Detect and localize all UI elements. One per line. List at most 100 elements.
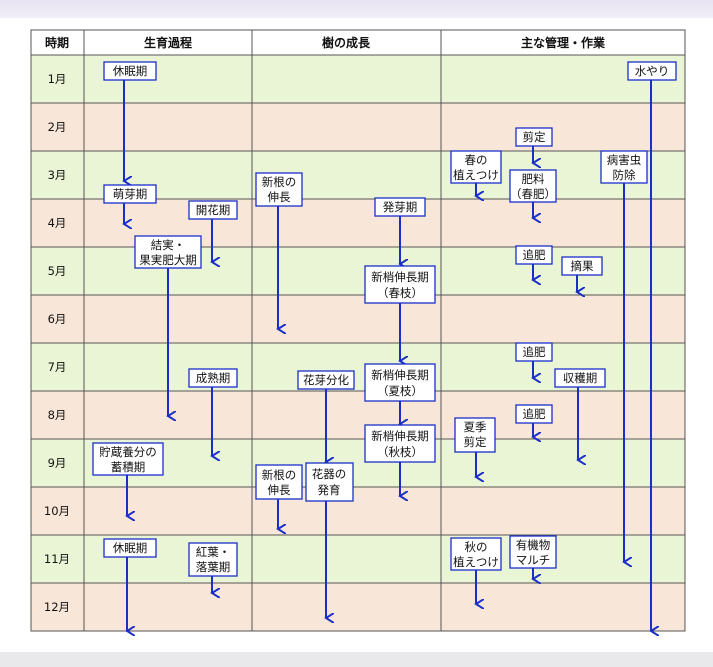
label-dormant-2: 休眠期 bbox=[113, 541, 148, 555]
month-label-3: 3月 bbox=[48, 168, 67, 182]
label-boxes bbox=[92, 61, 677, 577]
row-bg-2 bbox=[31, 103, 685, 151]
label-organ-2: 発育 bbox=[318, 483, 341, 497]
box-topdress-1 bbox=[515, 245, 553, 265]
box-summer-shoot bbox=[364, 363, 436, 402]
label-summer-shoot-2: （夏枝） bbox=[377, 384, 423, 398]
label-organ-1: 花器の bbox=[312, 467, 347, 481]
box-ripening bbox=[188, 368, 238, 388]
box-budding bbox=[374, 197, 426, 217]
box-new-root-1 bbox=[255, 172, 303, 207]
label-summer-prune-2: 剪定 bbox=[464, 435, 487, 449]
label-new-root-2a: 新根の bbox=[262, 468, 297, 482]
box-summer-prune bbox=[454, 417, 496, 453]
arrows bbox=[124, 80, 651, 631]
month-label-6: 6月 bbox=[48, 312, 67, 326]
label-autumn-shoot-1: 新梢伸長期 bbox=[371, 429, 429, 443]
label-new-root-1a: 新根の bbox=[262, 175, 297, 189]
label-autumn-leaves-2: 落葉期 bbox=[196, 560, 231, 574]
box-topdress-3 bbox=[515, 404, 553, 424]
box-organ bbox=[305, 462, 354, 502]
box-new-root-2 bbox=[255, 464, 303, 500]
box-storage bbox=[92, 442, 164, 476]
box-sprouting bbox=[103, 184, 157, 204]
month-label-2: 2月 bbox=[48, 120, 67, 134]
label-budding: 発芽期 bbox=[383, 200, 418, 214]
label-pest-2: 防除 bbox=[613, 168, 636, 182]
box-mulch bbox=[509, 535, 557, 569]
label-harvest: 収穫期 bbox=[563, 371, 598, 385]
month-label-5: 5月 bbox=[48, 264, 67, 278]
label-summer-shoot-1: 新梢伸長期 bbox=[371, 368, 429, 382]
label-texts: 休眠期 萌芽期 開花期 結実・ 果実肥大期 成熟期 貯蔵養分の 蓄積期 休眠期 … bbox=[99, 64, 669, 574]
box-flowering bbox=[188, 200, 238, 220]
label-watering: 水やり bbox=[635, 64, 670, 78]
month-label-12: 12月 bbox=[44, 600, 70, 614]
label-fert-spring-2: （春肥） bbox=[510, 187, 556, 201]
label-spring-plant-1: 春の bbox=[465, 153, 488, 167]
label-autumn-leaves-1: 紅葉・ bbox=[196, 545, 231, 559]
box-dormant-2 bbox=[103, 538, 157, 558]
label-mulch-1: 有機物 bbox=[516, 538, 551, 552]
bottom-bar bbox=[0, 652, 713, 667]
label-fruit-set-2: 果実肥大期 bbox=[139, 253, 197, 267]
box-harvest bbox=[554, 368, 606, 388]
label-sprouting: 萌芽期 bbox=[113, 187, 148, 201]
month-labels: 1月 2月 3月 4月 5月 6月 7月 8月 9月 10月 11月 12月 bbox=[44, 72, 70, 614]
row-bg-8 bbox=[31, 391, 685, 439]
month-label-9: 9月 bbox=[48, 456, 67, 470]
label-thinning: 摘果 bbox=[571, 259, 594, 273]
box-spring-shoot bbox=[364, 265, 436, 304]
label-topdress-1: 追肥 bbox=[523, 248, 546, 262]
month-label-4: 4月 bbox=[48, 216, 67, 230]
box-spring-plant bbox=[450, 150, 502, 184]
box-autumn-plant bbox=[450, 537, 502, 571]
month-label-1: 1月 bbox=[48, 72, 67, 86]
month-label-11: 11月 bbox=[44, 552, 70, 566]
label-storage-2: 蓄積期 bbox=[111, 460, 146, 474]
box-autumn-leaves bbox=[188, 542, 238, 577]
month-label-8: 8月 bbox=[48, 408, 67, 422]
box-pest bbox=[600, 150, 648, 184]
label-fert-spring-1: 肥料 bbox=[522, 172, 545, 186]
row-bg-10 bbox=[31, 487, 685, 535]
month-label-10: 10月 bbox=[44, 504, 70, 518]
box-fertilizer bbox=[509, 169, 557, 203]
box-bud-diff bbox=[297, 370, 355, 390]
box-topdress-2 bbox=[515, 342, 553, 362]
header-work: 主な管理・作業 bbox=[521, 35, 606, 50]
label-fruit-set-1: 結実・ bbox=[151, 238, 186, 252]
label-dormant-1: 休眠期 bbox=[113, 64, 148, 78]
label-autumn-plant-1: 秋の bbox=[465, 540, 488, 554]
box-thinning bbox=[561, 256, 603, 276]
label-pruning: 剪定 bbox=[523, 130, 546, 144]
box-dormant-1 bbox=[103, 61, 157, 81]
label-spring-shoot-1: 新梢伸長期 bbox=[371, 270, 429, 284]
label-spring-plant-2: 植えつけ bbox=[453, 168, 499, 182]
grid-lines bbox=[30, 29, 686, 632]
month-label-7: 7月 bbox=[48, 360, 67, 374]
row-bg-12 bbox=[31, 583, 685, 631]
header-row bbox=[31, 30, 685, 55]
header-tree: 樹の成長 bbox=[322, 35, 371, 50]
row-bg-4 bbox=[31, 199, 685, 247]
label-spring-shoot-2: （春枝） bbox=[377, 286, 423, 300]
box-watering bbox=[627, 61, 677, 81]
row-bg-6 bbox=[31, 295, 685, 343]
label-flowering: 開花期 bbox=[196, 203, 231, 217]
header-period: 時期 bbox=[45, 35, 69, 50]
label-autumn-shoot-2: （秋枝） bbox=[377, 445, 423, 459]
box-pruning bbox=[515, 127, 553, 147]
label-pest-1: 病害虫 bbox=[607, 153, 642, 167]
top-bar bbox=[0, 0, 713, 18]
box-autumn-shoot bbox=[364, 424, 436, 463]
label-summer-prune-1: 夏季 bbox=[464, 420, 487, 434]
label-autumn-plant-2: 植えつけ bbox=[453, 555, 499, 569]
month-rows bbox=[31, 55, 685, 631]
header-growth: 生育過程 bbox=[144, 35, 192, 50]
label-topdress-3: 追肥 bbox=[523, 407, 546, 421]
label-mulch-2: マルチ bbox=[516, 553, 551, 567]
label-topdress-2: 追肥 bbox=[523, 345, 546, 359]
box-fruit-set bbox=[134, 235, 202, 269]
